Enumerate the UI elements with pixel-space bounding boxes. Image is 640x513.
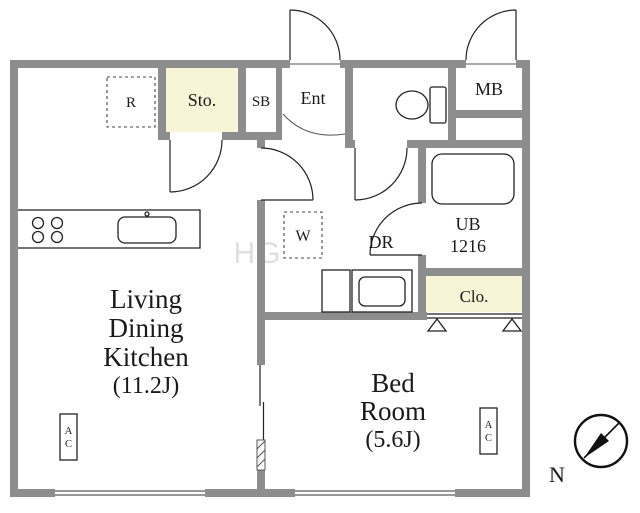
ac-units: A C A C	[59, 407, 498, 461]
vanity-cabinet-icon	[321, 269, 351, 313]
closet-label: Clo.	[460, 287, 489, 306]
stove-burner-icon	[50, 216, 64, 230]
wall-segment	[257, 470, 265, 497]
washer-space-box	[283, 211, 323, 259]
closet-door-indicator-icon	[501, 317, 523, 332]
washstand-basin-icon	[358, 276, 406, 307]
kitchen-counter	[18, 209, 201, 249]
sanitary-fixtures	[321, 86, 515, 313]
stove-burner-icon	[31, 230, 45, 244]
wall-segment	[238, 60, 246, 140]
wall-segment	[158, 60, 166, 140]
wall-segment	[418, 148, 426, 203]
ac-right-label-c: C	[485, 433, 492, 444]
hallway-door-swing	[260, 147, 314, 201]
wall-segment	[448, 110, 530, 118]
compass: N	[549, 413, 629, 487]
ldk-window-glass-lines	[55, 490, 205, 496]
wall-segment	[522, 60, 530, 497]
stove-burner-icon	[50, 230, 64, 244]
wall-segment	[10, 489, 530, 497]
wall-segment	[257, 320, 265, 365]
bath-door-swing	[369, 202, 423, 256]
wall-segment	[158, 132, 170, 140]
faucet-icon	[144, 211, 150, 217]
wall-segment	[345, 140, 355, 148]
toilet-door-swing	[354, 147, 408, 201]
sliding-door-pocket	[256, 439, 266, 471]
storage-room-fill	[166, 68, 238, 132]
shoe-box-label: SB	[252, 94, 270, 110]
toilet-bowl-icon	[395, 90, 429, 120]
ac-unit-right	[479, 407, 498, 455]
wall-segment	[276, 60, 282, 140]
wall-segment	[448, 60, 456, 148]
wall-segment	[345, 60, 353, 148]
wall-segment	[10, 60, 18, 497]
wall-segment	[418, 268, 530, 276]
storage-door-swing	[169, 139, 223, 193]
bedroom-label-line2: Room	[360, 396, 426, 426]
bedroom-window-glass-lines	[295, 490, 455, 496]
ldk-label-line2: Dining	[108, 313, 183, 343]
closet-sliding-door	[427, 313, 522, 319]
wall-segment	[418, 255, 426, 320]
stove-burner-icon	[31, 216, 45, 230]
refrigerator-label: R	[126, 95, 136, 111]
bedroom-label-line1: Bed	[371, 368, 415, 398]
dressing-room-label: DR	[368, 232, 393, 252]
unit-bath-label-line1: UB	[455, 214, 480, 234]
wall-segment	[257, 312, 427, 320]
meter-box-label: MB	[475, 79, 503, 99]
wall-segment	[10, 60, 290, 68]
bedroom-window	[295, 489, 455, 497]
ldk-size-label: (11.2J)	[113, 373, 179, 399]
ac-left-label-c: C	[65, 439, 72, 450]
windows	[55, 489, 455, 497]
compass-needle-icon	[584, 433, 609, 458]
washer-label: W	[295, 228, 311, 245]
compass-north-label: N	[549, 462, 565, 487]
closet-fill	[426, 276, 522, 312]
counter-outline	[18, 209, 201, 249]
unit-bath-label-line2: 1216	[450, 236, 486, 256]
wall-segment	[222, 132, 282, 140]
ldk-window	[55, 489, 205, 497]
bathtub-icon	[431, 153, 515, 205]
wall-segment	[407, 140, 530, 148]
entrance-label: Ent	[301, 88, 326, 108]
storage-label: Sto.	[188, 90, 217, 110]
meter-box-door-swing	[465, 9, 517, 61]
ldk-label-line1: Living	[110, 284, 182, 314]
ldk-label-line3: Kitchen	[103, 342, 189, 372]
sliding-door-pocket-hatch	[256, 440, 266, 468]
room-fills	[166, 68, 522, 312]
wall-segment	[340, 60, 466, 68]
wall-segment	[257, 140, 265, 148]
doors	[169, 9, 523, 471]
ac-right-label-a: A	[485, 420, 493, 431]
entrance-door-swing	[289, 9, 341, 61]
appliance-placeholders	[106, 76, 323, 259]
toilet-tank-icon	[429, 86, 447, 124]
bedroom-size-label: (5.6J)	[365, 427, 420, 453]
refrigerator-space-box	[106, 76, 156, 128]
sink-icon	[117, 216, 177, 244]
walls	[10, 60, 530, 497]
bedroom-sliding-door	[259, 365, 265, 440]
ac-unit-left	[59, 413, 78, 461]
room-labels: Living Dining Kitchen (11.2J) Bed Room (…	[103, 79, 503, 453]
ac-left-label-a: A	[65, 426, 73, 437]
wall-segment	[257, 200, 265, 320]
entrance-step-line	[282, 113, 346, 136]
closet-door-indicator-icon	[426, 317, 448, 332]
